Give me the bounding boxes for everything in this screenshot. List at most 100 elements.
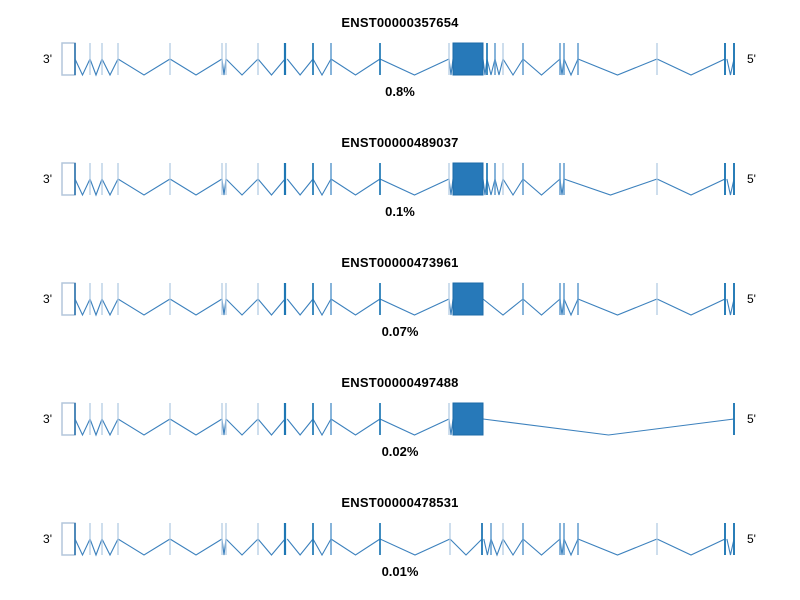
abundance-percent: 0.07%	[381, 324, 419, 339]
intron-line	[330, 58, 381, 76]
intron-line	[89, 298, 103, 317]
intron-line	[482, 298, 524, 316]
intron-line	[117, 298, 171, 316]
transcript-id: ENST00000473961	[341, 255, 459, 270]
intron-line	[482, 418, 735, 436]
intron-line	[448, 298, 454, 316]
intron-line	[656, 298, 726, 316]
intron-line	[221, 178, 227, 196]
large-exon-box	[452, 282, 484, 316]
three-prime-label: 3'	[43, 172, 52, 186]
large-exon-box	[452, 402, 484, 436]
exon-intron-shapes	[61, 162, 735, 197]
exon-intron-shapes	[61, 42, 735, 77]
exon-intron-shapes	[61, 402, 735, 437]
intron-line	[656, 538, 726, 556]
intron-line	[74, 418, 91, 437]
abundance-percent: 0.8%	[385, 84, 415, 99]
intron-line	[101, 298, 119, 317]
intron-line	[257, 418, 286, 436]
transcript-structure: 3' 5'	[43, 282, 756, 317]
intron-line	[221, 538, 227, 556]
intron-line	[490, 538, 504, 557]
transcript-structure: 3' 5'	[43, 522, 756, 557]
intron-line	[448, 58, 454, 76]
intron-line	[169, 178, 223, 196]
intron-line	[312, 418, 332, 437]
large-exon-box	[452, 162, 484, 196]
intron-line	[577, 58, 658, 76]
intron-line	[257, 538, 286, 556]
transcript-structure: 3' 5'	[43, 162, 756, 197]
intron-line	[169, 538, 223, 556]
intron-line	[101, 418, 119, 437]
intron-line	[89, 178, 103, 197]
intron-line	[502, 538, 524, 557]
intron-line	[312, 298, 332, 317]
three-prime-label: 3'	[43, 532, 52, 546]
intron-line	[494, 58, 504, 76]
intron-line	[74, 538, 91, 557]
intron-line	[169, 58, 223, 76]
intron-line	[522, 58, 561, 76]
intron-line	[117, 178, 171, 196]
transcript-id: ENST00000489037	[341, 135, 459, 150]
abundance-percent: 0.01%	[381, 564, 419, 579]
intron-line	[286, 538, 314, 556]
intron-line	[379, 58, 450, 76]
intron-line	[221, 58, 227, 76]
intron-line	[379, 178, 450, 196]
five-prime-label: 5'	[747, 52, 756, 66]
transcript-id: ENST00000357654	[341, 15, 459, 30]
intron-line	[221, 418, 227, 436]
intron-line	[286, 298, 314, 316]
intron-line	[726, 538, 735, 556]
intron-line	[225, 298, 259, 316]
intron-line	[312, 538, 332, 557]
utr-outline-exon	[61, 522, 76, 556]
utr-outline-exon	[61, 42, 76, 76]
three-prime-label: 3'	[43, 412, 52, 426]
intron-line	[494, 178, 504, 196]
intron-line	[379, 538, 451, 556]
intron-line	[656, 178, 726, 196]
intron-line	[563, 298, 579, 317]
intron-line	[330, 178, 381, 196]
intron-line	[221, 298, 227, 316]
intron-line	[563, 178, 658, 196]
intron-line	[89, 58, 103, 77]
intron-line	[117, 538, 171, 556]
intron-line	[522, 178, 561, 196]
intron-line	[101, 178, 119, 197]
intron-line	[117, 418, 171, 436]
intron-line	[169, 418, 223, 436]
intron-line	[286, 178, 314, 196]
intron-line	[286, 418, 314, 436]
intron-line	[656, 58, 726, 76]
abundance-percent: 0.02%	[381, 444, 419, 459]
utr-outline-exon	[61, 282, 76, 316]
intron-line	[101, 58, 119, 77]
transcript-structure: 3' 5'	[43, 42, 756, 77]
transcript-track: ENST00000357654 3' 5' 0.8%	[0, 0, 800, 120]
intron-line	[225, 418, 259, 436]
intron-line	[330, 538, 381, 556]
intron-line	[486, 58, 496, 76]
intron-line	[449, 538, 483, 556]
intron-line	[74, 298, 91, 317]
transcript-structure: 3' 5'	[43, 402, 756, 437]
intron-line	[448, 178, 454, 196]
intron-line	[502, 58, 524, 77]
intron-line	[257, 178, 286, 196]
intron-line	[726, 298, 735, 316]
intron-line	[286, 58, 314, 76]
intron-line	[169, 298, 223, 316]
intron-line	[257, 58, 286, 76]
five-prime-label: 5'	[747, 412, 756, 426]
intron-line	[74, 58, 91, 77]
transcript-track: ENST00000473961 3' 5' 0.07%	[0, 240, 800, 360]
intron-line	[522, 538, 561, 556]
intron-line	[330, 298, 381, 316]
transcript-id: ENST00000497488	[341, 375, 459, 390]
